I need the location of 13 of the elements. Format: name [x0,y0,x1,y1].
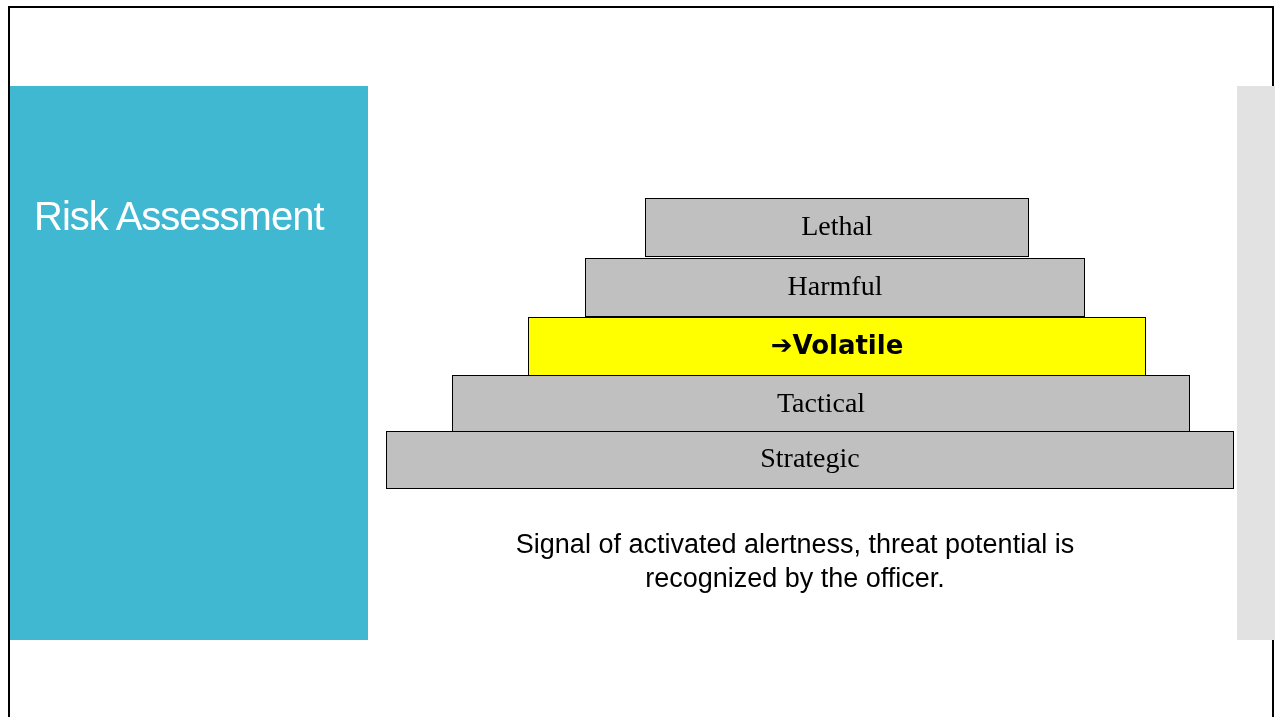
pyramid-tier [386,431,1234,489]
tier-label: Strategic [760,441,860,475]
side-bar [1237,86,1275,640]
tier-label: ➔Volatile [770,329,904,362]
slide-title: Risk Assessment [34,193,324,240]
pyramid-tier [452,375,1190,434]
pyramid-tier [528,317,1146,376]
pyramid-tier [645,198,1029,257]
tier-label: Tactical [776,385,866,420]
pyramid-tier [585,258,1085,317]
description-text: Signal of activated alertness, threat potential is recognized by the officer. [514,528,1076,595]
tier-label: Harmful [787,268,883,303]
tier-label: Lethal [801,208,873,243]
